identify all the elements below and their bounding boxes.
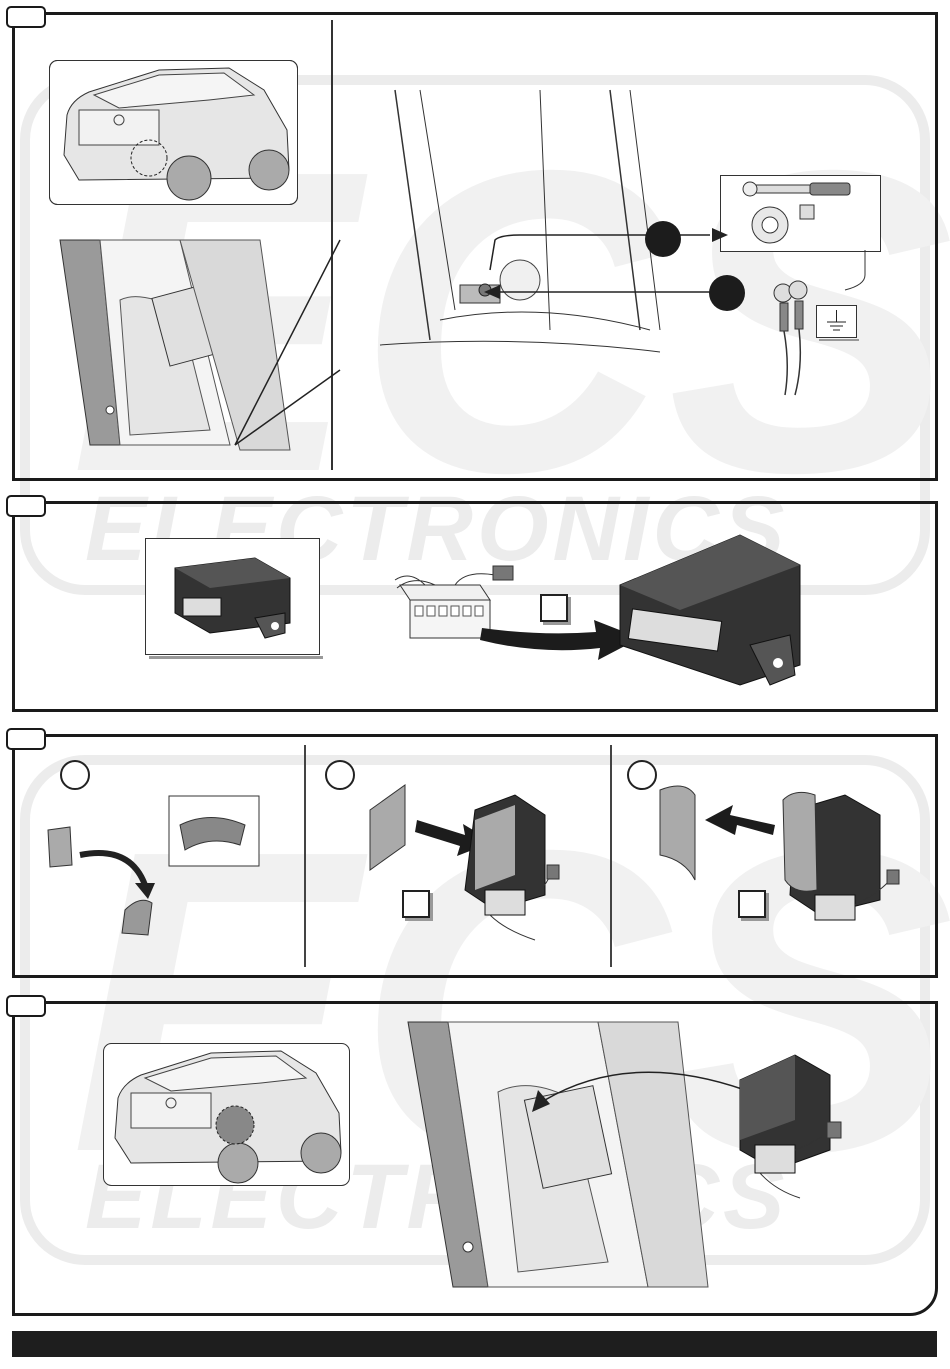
car-rear-view-inset-2 <box>103 1043 353 1189</box>
control-module-large <box>600 525 820 697</box>
ground-symbol-icon <box>816 305 861 341</box>
step-1-tab <box>6 6 46 28</box>
check-marker-3c <box>738 890 766 918</box>
step-3-divider-2 <box>610 745 612 967</box>
step-3-tab <box>6 728 46 750</box>
step-3-divider-1 <box>304 745 306 967</box>
interior-module-location <box>60 240 340 460</box>
car-rear-view-inset <box>49 60 299 206</box>
marker-b <box>709 275 745 311</box>
pad-apply <box>365 780 565 940</box>
step-1-arrows <box>480 220 740 310</box>
step-4-tab <box>6 995 46 1017</box>
step-2-tab <box>6 495 46 517</box>
sub-step-c-circle <box>627 760 657 790</box>
check-marker-3b <box>402 890 430 918</box>
adhesive-pad-peel <box>40 795 270 945</box>
tools-hardware-box <box>720 175 882 255</box>
mount-arrow <box>510 1060 750 1120</box>
control-module-mounting <box>720 1040 850 1200</box>
pad-peel-backing <box>655 780 905 950</box>
sub-step-a-circle <box>60 760 90 790</box>
module-inset <box>145 538 325 660</box>
footer-bar <box>12 1331 937 1357</box>
sub-step-b-circle <box>325 760 355 790</box>
marker-a <box>645 221 681 257</box>
